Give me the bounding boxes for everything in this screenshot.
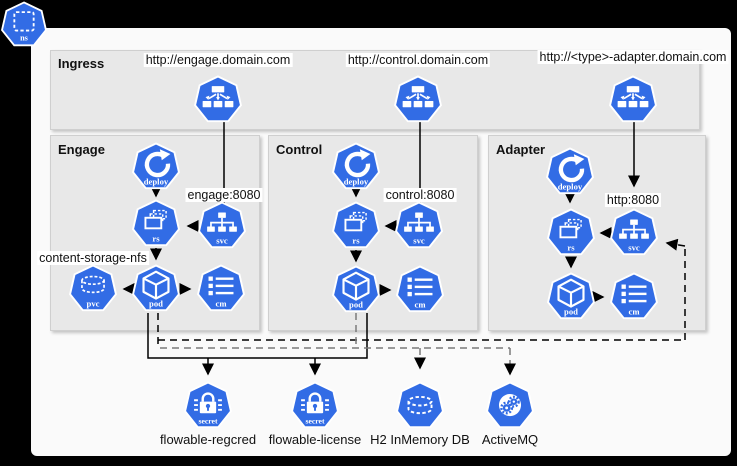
svg-text:pod: pod [349,299,363,309]
svg-text:deploy: deploy [344,176,369,186]
svg-text:cm: cm [628,306,640,316]
engage-pvc-name-label: content-storage-nfs [37,251,149,265]
svg-text:rs: rs [352,235,360,245]
engage-replicaset-icon: rs [132,199,180,248]
adapter-service-port-label: http:8080 [604,193,662,207]
adapter-configmap-icon: cm [610,272,658,321]
secret-regcred-label: flowable-regcred [159,432,257,447]
svg-text:svc: svc [413,235,425,245]
svg-text:cm: cm [215,298,227,308]
adapter-replicaset-icon: rs [547,208,595,257]
control-service-port-label: control:8080 [383,188,457,202]
svg-text:rs: rs [567,242,575,252]
svg-text:deploy: deploy [558,181,583,191]
namespace-icon: ns [1,1,47,48]
secret-regcred-icon: secret [184,381,232,430]
control-panel-title: Control [276,142,323,157]
engage-panel-title: Engage [58,142,105,157]
h2-database-label: H2 InMemory DB [370,432,470,447]
engage-pvc-icon: pvc [69,264,117,313]
activemq-label: ActiveMQ [481,432,539,447]
control-replicaset-icon: rs [332,201,380,250]
adapter-deploy-icon: deploy [546,147,594,196]
adapter-ingress-icon [609,75,657,124]
svg-text:svc: svc [628,242,640,252]
secret-license-label: flowable-license [268,432,362,447]
svg-text:pod: pod [564,306,578,316]
engage-deploy-icon: deploy [132,142,180,191]
ingress-panel-title: Ingress [58,56,105,71]
svg-text:cm: cm [414,299,426,309]
control-pod-icon: pod [332,265,380,314]
adapter-pod-icon: pod [547,272,595,321]
svg-text:pvc: pvc [87,298,100,308]
h2-database-icon [396,381,444,430]
svg-text:secret: secret [198,416,217,425]
svg-text:svc: svc [216,235,228,245]
activemq-icon [486,381,534,430]
control-service-icon: svc [395,201,443,250]
adapter-panel [488,135,706,331]
engage-service-icon: svc [198,201,246,250]
svg-text:pod: pod [149,298,163,308]
svg-text:ns: ns [20,34,29,43]
svg-text:rs: rs [152,233,160,243]
control-deploy-icon: deploy [332,142,380,191]
engage-ingress-icon [194,75,242,124]
engage-pod-icon: pod [132,264,180,313]
engage-service-port-label: engage:8080 [185,188,263,202]
control-url-label: http://control.domain.com [345,53,491,67]
secret-license-icon: secret [291,381,339,430]
adapter-panel-title: Adapter [496,142,546,157]
engage-configmap-icon: cm [197,264,245,313]
adapter-service-icon: svc [610,208,658,257]
control-ingress-icon [394,75,442,124]
engage-url-label: http://engage.domain.com [143,53,293,67]
adapter-url-label: http://<type>-adapter.domain.com [537,50,729,64]
control-configmap-icon: cm [396,265,444,314]
svg-text:deploy: deploy [144,176,169,186]
svg-text:secret: secret [305,416,324,425]
